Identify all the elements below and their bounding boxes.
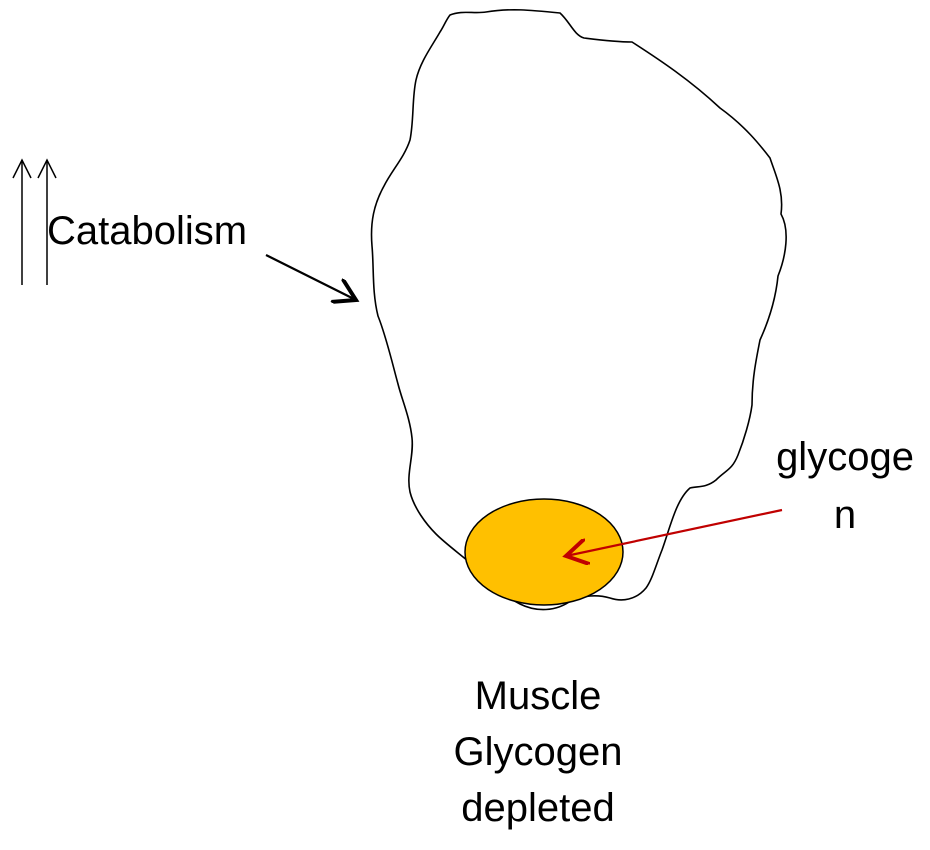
caption-line-1: Muscle xyxy=(398,668,678,724)
diagram-caption: Muscle Glycogen depleted xyxy=(398,668,678,836)
glycogen-label: glycoge n xyxy=(760,428,930,544)
glycogen-label-line-1: glycoge xyxy=(760,428,930,486)
catabolism-label: Catabolism xyxy=(47,207,247,255)
glycogen-granule xyxy=(465,499,623,605)
catabolism-arrow-icon xyxy=(266,255,356,300)
caption-line-2: Glycogen xyxy=(398,724,678,780)
caption-line-3: depleted xyxy=(398,780,678,836)
glycogen-label-line-2: n xyxy=(760,486,930,544)
